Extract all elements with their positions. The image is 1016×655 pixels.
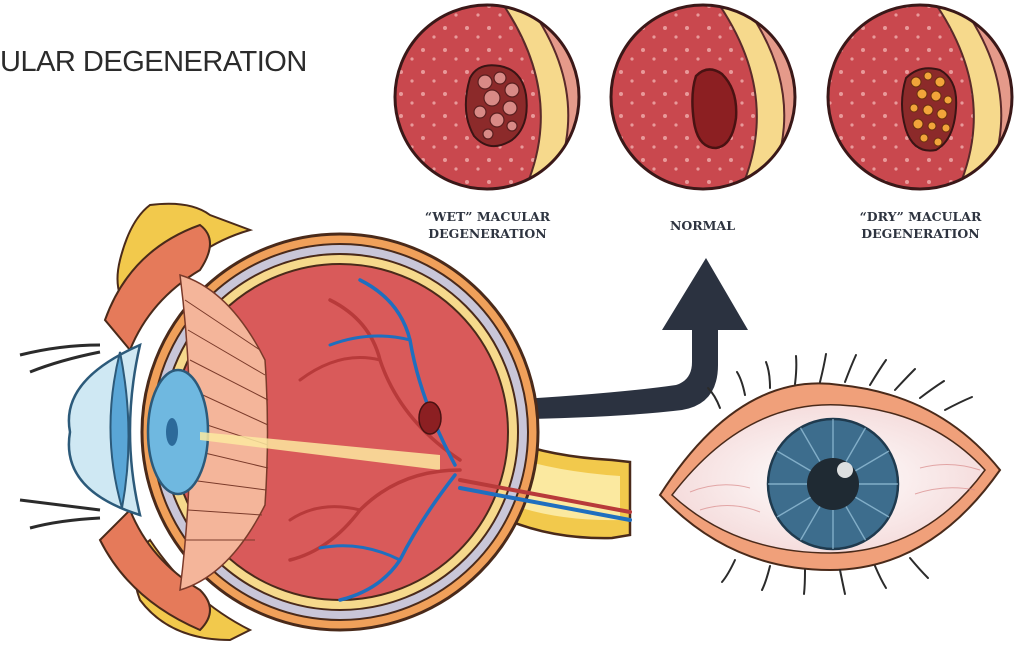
- retina-wet-circle: [390, 0, 600, 200]
- dry-label: “DRY” MACULAR DEGENERATION: [838, 208, 1003, 242]
- retina-dry-circle: [822, 0, 1016, 200]
- retina-normal-circle: [605, 0, 815, 200]
- dry-label-line-2: DEGENERATION: [838, 225, 1003, 242]
- dry-label-line-1: “DRY” MACULAR: [838, 208, 1003, 225]
- eye-cross-section: [20, 204, 630, 640]
- front-eye: [660, 354, 1000, 594]
- normal-label: NORMAL: [640, 217, 765, 234]
- wet-label-line-2: DEGENERATION: [405, 225, 570, 242]
- wet-label: “WET” MACULAR DEGENERATION: [405, 208, 570, 242]
- wet-label-line-1: “WET” MACULAR: [405, 208, 570, 225]
